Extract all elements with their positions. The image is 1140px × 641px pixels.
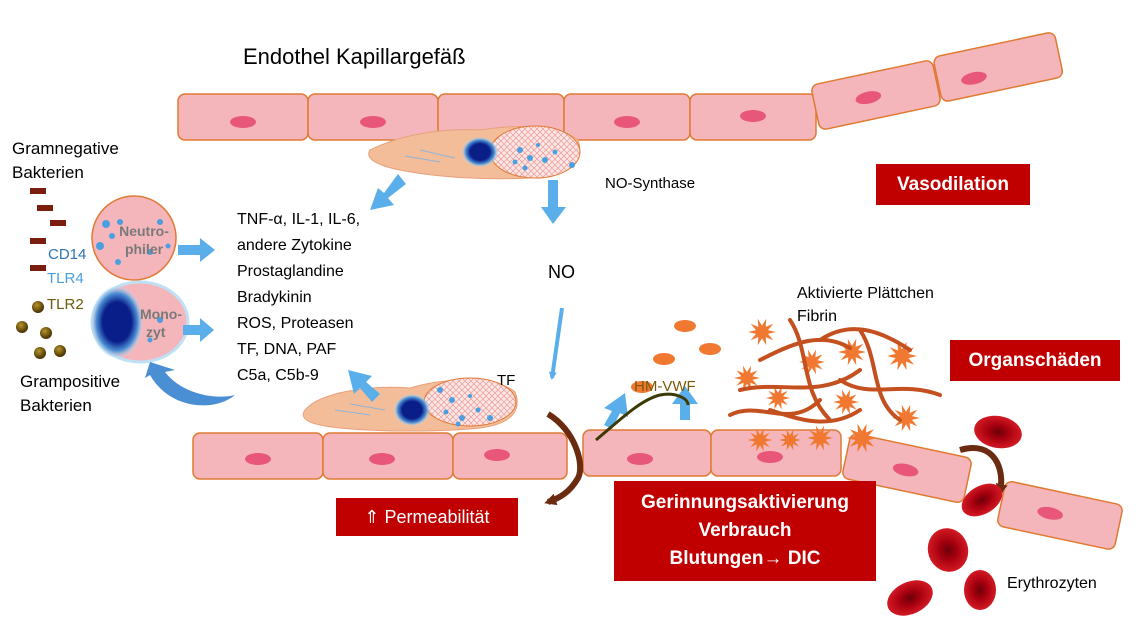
- neutrophil-line: Neutro-: [119, 223, 169, 239]
- endothelial-cell: [192, 432, 324, 480]
- endothelial-cell: [710, 429, 842, 477]
- organ-damage-box: Organschäden: [950, 340, 1120, 381]
- mediator-item: TNF-α, IL-1, IL-6,: [237, 211, 361, 228]
- arrow-icon: [548, 307, 564, 380]
- platelets-label: Aktivierte Plättchen: [797, 285, 934, 302]
- tlr4-label: TLR4: [47, 270, 84, 287]
- mediator-item: TF, DNA, PAF: [237, 341, 337, 358]
- hm-vwf-label: HM-VWF: [634, 378, 696, 395]
- activated-platelets: [734, 318, 920, 453]
- arrow-icon: [178, 238, 215, 262]
- erythrocytes-label: Erythrozyten: [1007, 575, 1097, 592]
- monocyte-line: Mono-: [140, 306, 182, 322]
- mediator-item: C5a, C5b-9: [237, 367, 319, 384]
- no-label: NO: [548, 262, 575, 282]
- top-endothelium: [177, 32, 1064, 141]
- curved-arrow-icon: [145, 362, 235, 406]
- vwf-strand: [595, 392, 690, 442]
- neutrophil-cell: [91, 195, 177, 281]
- arrow-icon: [183, 318, 214, 342]
- gramnegative-line: Bakterien: [12, 163, 84, 182]
- monocyte-line: zyt: [146, 324, 166, 340]
- erythrocytes: [887, 415, 1022, 616]
- endothelial-cell: [582, 429, 712, 477]
- monocyte-cell: [90, 280, 190, 364]
- tf-label: TF: [497, 372, 516, 389]
- grampositive-line: Grampositive: [20, 372, 121, 391]
- endothelial-cell: [322, 432, 454, 480]
- gramnegative-label: Gramnegative Bakterien: [12, 137, 119, 185]
- gramnegative-bacteria: [30, 188, 66, 271]
- tlr2-label: TLR2: [47, 296, 84, 313]
- monocyte-label: Mono- zyt: [140, 305, 182, 341]
- cd14-label: CD14: [48, 246, 87, 263]
- coagulation-line: Verbrauch: [698, 520, 792, 541]
- page-title: Endothel Kapillargefäß: [243, 44, 466, 69]
- platelet-star-icon: [766, 386, 790, 410]
- fibrin-strands: [728, 318, 942, 424]
- brown-curved-arrow-icon: [959, 445, 1008, 496]
- platelet-star-icon: [734, 365, 760, 391]
- arrow-icon: [604, 393, 628, 429]
- gramnegative-line: Gramnegative: [12, 139, 119, 158]
- arrow-icon: [541, 180, 566, 224]
- brown-curved-arrow-icon: [544, 411, 584, 506]
- platelet-star-icon: [838, 338, 866, 366]
- mediator-item: Bradykinin: [237, 289, 312, 306]
- platelet-discs: [631, 320, 721, 393]
- neutrophil-label: Neutro- philer: [116, 222, 172, 258]
- grampositive-line: Bakterien: [20, 396, 92, 415]
- platelet-star-icon: [807, 425, 833, 451]
- platelet-star-icon: [833, 389, 859, 415]
- endothelial-cell: [933, 32, 1064, 102]
- platelet-star-icon: [748, 318, 776, 346]
- endothelial-cell: [811, 60, 941, 130]
- platelet-star-icon: [748, 428, 772, 452]
- coagulation-line: Blutungen→ DIC: [669, 548, 821, 569]
- activated-endothelial-cell-bottom: [302, 377, 518, 432]
- mediator-item: andere Zytokine: [237, 237, 352, 254]
- neutrophil-line: philer: [124, 241, 164, 257]
- platelet-star-icon: [847, 423, 877, 453]
- platelet-star-icon: [799, 349, 825, 375]
- endothelial-cell: [307, 93, 439, 141]
- endothelial-cell: [563, 93, 691, 141]
- signal-arrows: [178, 174, 698, 429]
- platelet-star-icon: [892, 404, 920, 432]
- platelet-star-icon: [887, 341, 917, 371]
- bottom-endothelium: [192, 429, 1123, 550]
- endothelial-cell: [997, 480, 1123, 550]
- endothelial-cell: [177, 93, 309, 141]
- coagulation-line: Gerinnungsaktivierung: [641, 492, 849, 513]
- arrow-icon: [348, 370, 380, 402]
- coagulation-box: Gerinnungsaktivierung Verbrauch Blutunge…: [614, 481, 876, 581]
- no-synthase-label: NO-Synthase: [605, 175, 696, 192]
- mediator-item: Prostaglandine: [237, 263, 344, 280]
- endothelial-cell: [452, 432, 568, 480]
- grampositive-label: Grampositive Bakterien: [20, 370, 120, 418]
- fibrin-label: Fibrin: [797, 308, 838, 325]
- arrow-icon: [370, 174, 406, 210]
- platelet-star-icon: [779, 429, 801, 451]
- arrow-icon: [672, 386, 698, 420]
- endothelial-cell: [689, 93, 817, 141]
- permeability-box: ⇑ Permeabilität: [336, 498, 518, 536]
- vasodilation-box: Vasodilation: [876, 164, 1030, 205]
- endothelial-cell: [842, 433, 972, 504]
- grampositive-bacteria: [16, 301, 66, 359]
- activated-endothelial-cell-top: [368, 125, 581, 180]
- mediator-item: ROS, Proteasen: [237, 315, 354, 332]
